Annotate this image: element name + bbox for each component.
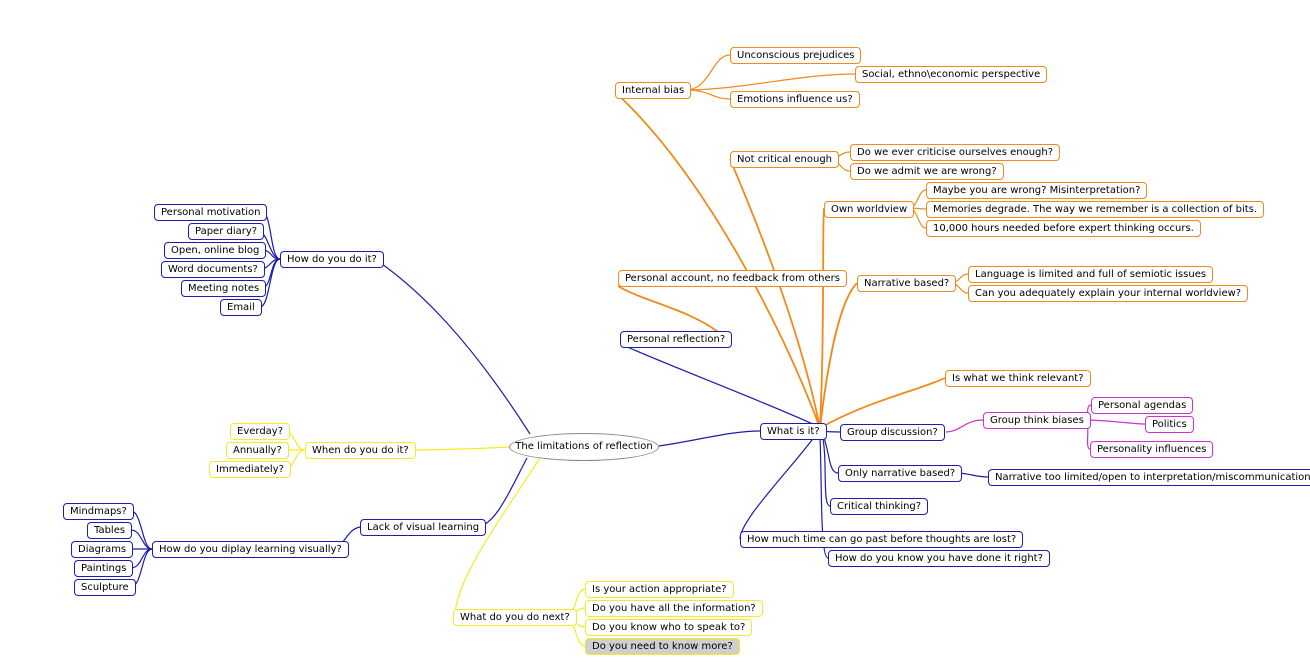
node-social-ethno-economic[interactable]: Social, ethno\economic perspective [855,66,1048,83]
node-personal-account[interactable]: Personal account, no feedback from other… [618,270,847,287]
node-narrative-based[interactable]: Narrative based? [857,275,957,292]
node-tables[interactable]: Tables [87,522,133,539]
node-admit-we-are-wrong[interactable]: Do we admit we are wrong? [850,163,1004,180]
node-maybe-you-are-wrong[interactable]: Maybe you are wrong? Misinterpretation? [926,182,1148,199]
node-how-do-you-do-it[interactable]: How do you do it? [280,251,384,268]
node-unconscious-prejudices[interactable]: Unconscious prejudices [730,47,862,64]
node-immediately[interactable]: Immediately? [209,461,291,478]
node-personal-agendas[interactable]: Personal agendas [1091,397,1194,414]
node-critical-thinking[interactable]: Critical thinking? [830,498,929,515]
node-do-you-need-to-know-more[interactable]: Do you need to know more? [585,638,740,655]
node-lack-of-visual-learning[interactable]: Lack of visual learning [360,519,487,536]
node-group-discussion[interactable]: Group discussion? [840,424,945,441]
node-group-think-biases[interactable]: Group think biases [983,412,1091,429]
node-memories-degrade[interactable]: Memories degrade. The way we remember is… [926,201,1265,218]
node-what-do-you-do-next[interactable]: What do you do next? [453,609,577,626]
node-annually[interactable]: Annually? [226,442,289,459]
node-explain-internal-worldview[interactable]: Can you adequately explain your internal… [968,285,1249,302]
node-10000-hours[interactable]: 10,000 hours needed before expert thinki… [926,220,1201,237]
node-sculpture[interactable]: Sculpture [74,579,136,596]
node-criticise-ourselves[interactable]: Do we ever criticise ourselves enough? [850,144,1061,161]
node-diagrams[interactable]: Diagrams [71,541,134,558]
central-topic[interactable]: The limitations of reflection [509,433,659,461]
node-meeting-notes[interactable]: Meeting notes [181,280,267,297]
node-not-critical-enough[interactable]: Not critical enough [730,151,839,168]
node-email[interactable]: Email [220,299,262,316]
node-do-you-know-who-to-speak-to[interactable]: Do you know who to speak to? [585,619,753,636]
node-emotions-influence[interactable]: Emotions influence us? [730,91,860,108]
node-paintings[interactable]: Paintings [74,560,134,577]
node-open-online-blog[interactable]: Open, online blog [164,242,267,259]
node-what-is-it[interactable]: What is it? [760,423,827,440]
node-word-documents[interactable]: Word documents? [161,261,265,278]
node-do-you-have-all-information[interactable]: Do you have all the information? [585,600,763,617]
node-mindmaps[interactable]: Mindmaps? [63,503,134,520]
node-is-your-action-appropriate[interactable]: Is your action appropriate? [585,581,734,598]
node-everday[interactable]: Everday? [230,423,291,440]
node-personality-influences[interactable]: Personality influences [1090,441,1214,458]
node-how-much-time[interactable]: How much time can go past before thought… [740,531,1024,548]
node-when-do-you-do-it[interactable]: When do you do it? [305,442,416,459]
node-language-is-limited[interactable]: Language is limited and full of semiotic… [968,266,1214,283]
node-internal-bias[interactable]: Internal bias [615,82,692,99]
node-is-what-we-think-relevant[interactable]: Is what we think relevant? [945,370,1091,387]
node-politics[interactable]: Politics [1145,416,1194,433]
node-how-do-you-display-learning-visually[interactable]: How do you diplay learning visually? [152,541,349,558]
node-how-do-you-know-done-right[interactable]: How do you know you have done it right? [828,550,1050,567]
node-personal-motivation[interactable]: Personal motivation [154,204,268,221]
node-own-worldview[interactable]: Own worldview [824,201,915,218]
node-narrative-too-limited[interactable]: Narrative too limited/open to interpreta… [988,469,1310,486]
node-personal-reflection[interactable]: Personal reflection? [620,331,733,348]
node-only-narrative-based[interactable]: Only narrative based? [838,465,963,482]
node-paper-diary[interactable]: Paper diary? [188,223,265,240]
